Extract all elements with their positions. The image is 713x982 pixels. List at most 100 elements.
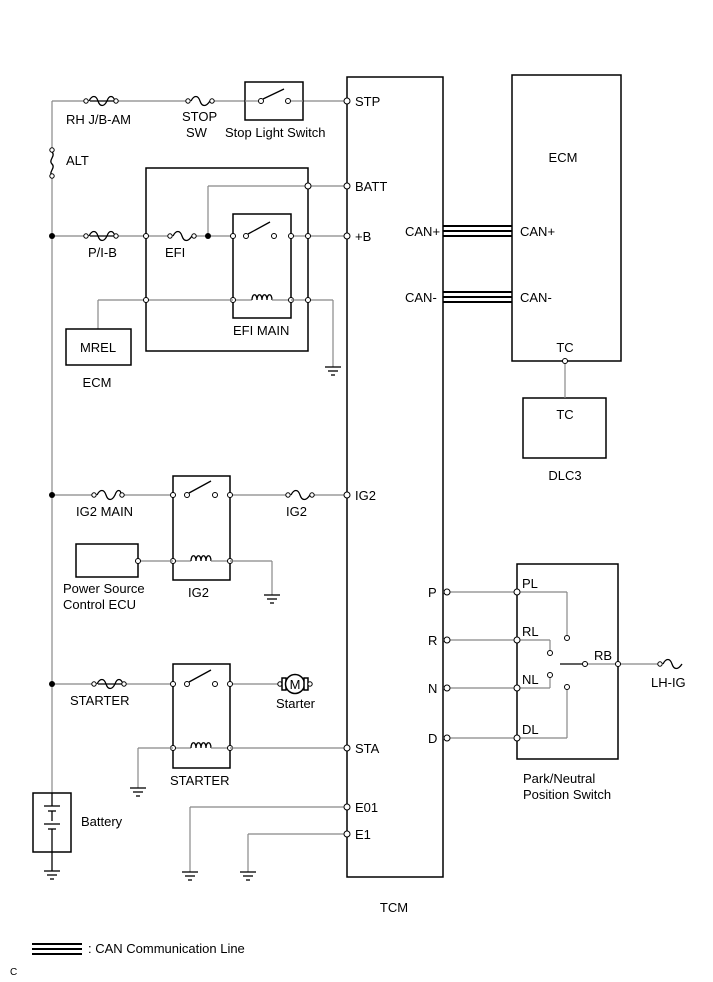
efi-main-relay-icon [230, 213, 294, 319]
pnp-wires [443, 591, 662, 739]
power-source-ecu-box [75, 543, 139, 578]
tcm-plus-b-terminal [343, 232, 351, 240]
ig2-fuse-label: IG2 [286, 504, 307, 519]
tcm-ig2-label: IG2 [355, 488, 376, 503]
e1-ground-icon [240, 871, 256, 881]
dlc3-tc-label: TC [556, 407, 573, 422]
tcm-label: TCM [380, 900, 408, 915]
pnp-dl-contact [564, 684, 570, 690]
e1-wire [247, 833, 347, 872]
can-minus-line [443, 291, 512, 303]
pnp-rb-label: RB [594, 648, 612, 663]
tcm-stp-label: STP [355, 94, 380, 109]
pnp-pl-terminal [513, 588, 521, 596]
tcm-can-minus-label: CAN- [405, 290, 437, 305]
tcm-can-plus-label: CAN+ [405, 224, 440, 239]
alt-fuse-label: ALT [66, 153, 89, 168]
pnp-rb-pivot [582, 661, 588, 667]
ig2-ground-icon [264, 594, 280, 604]
can-line-legend-icon [32, 943, 82, 955]
stop-sw-label-2: SW [186, 125, 208, 140]
efi-fuse-icon [167, 230, 197, 242]
efi-main-label: EFI MAIN [233, 323, 289, 338]
tcm-p-label: P [428, 585, 437, 600]
ig2-relay-label: IG2 [188, 585, 209, 600]
starter-relay-label: STARTER [170, 773, 229, 788]
starter-motor-symbol: M [290, 677, 301, 692]
pnp-title-1: Park/Neutral [523, 771, 595, 786]
can-line-legend-label: : CAN Communication Line [88, 941, 245, 956]
power-source-label-1: Power Source [63, 581, 145, 596]
ig2-main-fuse-icon [91, 489, 125, 501]
corner-mark: C [10, 967, 17, 978]
battery-icon [44, 793, 60, 871]
stop-light-switch-icon [244, 81, 304, 121]
pnp-title-2: Position Switch [523, 787, 611, 802]
efi-coil-right-terminal [305, 297, 311, 303]
ig2-coil-wire [138, 560, 273, 595]
ig2-fuse-icon [285, 489, 315, 501]
e01-wire [189, 806, 347, 872]
pnp-rl-contact [547, 650, 553, 656]
tcm-batt-label: BATT [355, 179, 387, 194]
pnp-nl-terminal [513, 684, 521, 692]
starter-ground-icon [130, 787, 146, 797]
pnp-nl-label: NL [522, 672, 539, 687]
tcm-e1-terminal [343, 830, 351, 838]
pib-fuse-icon [83, 230, 119, 242]
can-plus-line [443, 225, 512, 237]
efi-ground-icon [325, 366, 341, 376]
e01-ground-icon [182, 871, 198, 881]
pnp-rl-label: RL [522, 624, 539, 639]
pnp-nl-contact [547, 672, 553, 678]
tcm-stp-terminal [343, 97, 351, 105]
pnp-dl-terminal [513, 734, 521, 742]
ecm-can-minus-label: CAN- [520, 290, 552, 305]
tcm-box [346, 76, 444, 878]
pnp-pl-contact [564, 635, 570, 641]
bus-junction-ig2 [49, 492, 55, 498]
tcm-p-terminal [443, 588, 451, 596]
starter-fuse-icon [91, 678, 127, 690]
tcm-n-label: N [428, 681, 437, 696]
starter-motor-icon [277, 673, 313, 695]
pnp-rl-terminal [513, 636, 521, 644]
pnp-rb-terminal [615, 661, 621, 667]
ecm-label: ECM [549, 150, 578, 165]
tcm-d-label: D [428, 731, 437, 746]
efi-right-terminal [305, 233, 311, 239]
ig2-main-label: IG2 MAIN [76, 504, 133, 519]
ecm-tc-terminal [562, 358, 568, 364]
efi-junction [205, 233, 211, 239]
pnp-dl-label: DL [522, 722, 539, 737]
power-source-terminal [135, 558, 141, 564]
batt-wire [207, 185, 347, 236]
stop-sw-fuse-icon [185, 95, 215, 107]
battery-label: Battery [81, 814, 123, 829]
ecm-box [511, 74, 622, 362]
pnp-pl-label: PL [522, 576, 538, 591]
efi-left-terminal [143, 233, 149, 239]
tcm-n-terminal [443, 684, 451, 692]
tcm-r-terminal [443, 636, 451, 644]
mrel-label: MREL [80, 340, 116, 355]
tcm-batt-terminal [343, 182, 351, 190]
efi-block-outline [145, 167, 309, 352]
battery-ground-icon [44, 870, 60, 880]
ecm-can-plus-label: CAN+ [520, 224, 555, 239]
tcm-sta-terminal [343, 744, 351, 752]
tcm-r-label: R [428, 633, 437, 648]
efi-coil-left-terminal [143, 297, 149, 303]
batt-junction [304, 182, 312, 190]
bus-junction-starter [49, 681, 55, 687]
pib-label: P/I-B [88, 245, 117, 260]
efi-label: EFI [165, 245, 185, 260]
starter-relay-icon [170, 663, 233, 769]
sta-wire [137, 747, 347, 788]
dlc3-label: DLC3 [548, 468, 581, 483]
stop-sw-label-1: STOP [182, 109, 217, 124]
tcm-d-terminal [443, 734, 451, 742]
tcm-plus-b-label: +B [355, 229, 371, 244]
starter-motor-label: Starter [276, 696, 316, 711]
